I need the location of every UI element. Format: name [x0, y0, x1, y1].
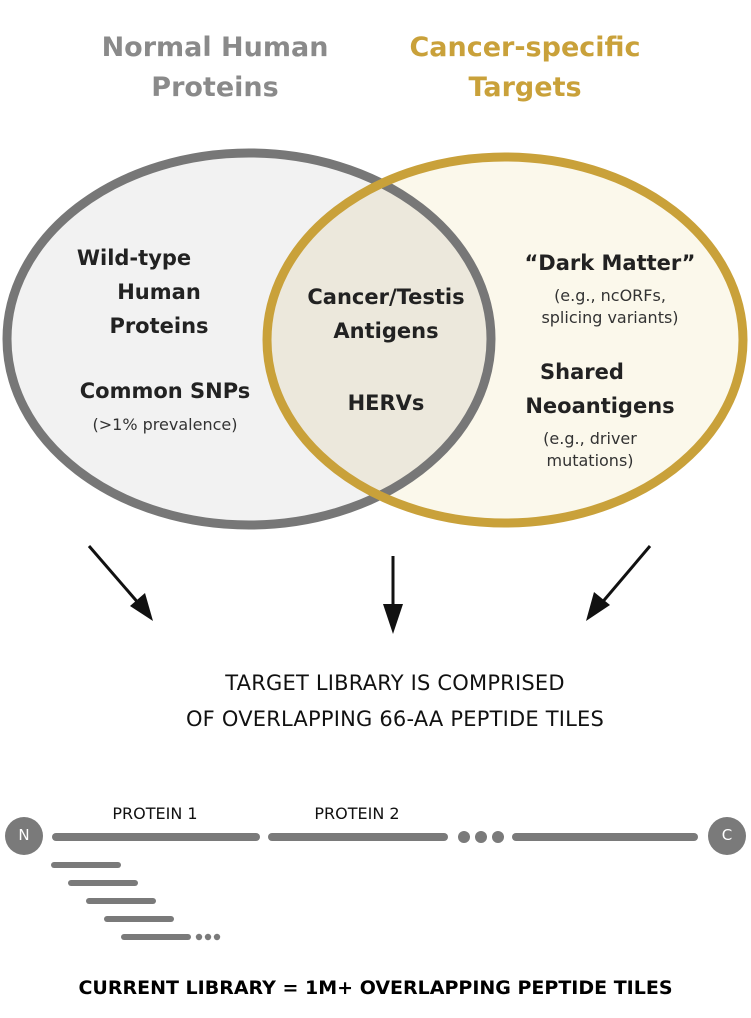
right-set-title-line2: Targets [468, 72, 582, 103]
n-terminus-label: N [18, 826, 30, 844]
cancer-testis-line1: Cancer/Testis [307, 285, 465, 309]
arrow-right [586, 545, 652, 621]
n-terminus-circle [5, 817, 43, 855]
dark-matter-label: “Dark Matter” [524, 251, 696, 275]
library-caption: TARGET LIBRARY IS COMPRISED OF OVERLAPPI… [95, 665, 695, 737]
left-set-title-line1: Normal Human [101, 32, 329, 63]
library-caption-line1: TARGET LIBRARY IS COMPRISED [225, 671, 565, 695]
wild-type-line2: Human Proteins [109, 280, 209, 338]
common-snps-note: (>1% prevalence) [92, 415, 238, 434]
tiles-ellipsis-dots [195, 933, 221, 941]
hervs-label: HERVs [347, 391, 425, 415]
cancer-testis-line2: Antigens [333, 319, 439, 343]
left-set-title-line2: Proteins [151, 72, 279, 103]
cancer-testis-label: Cancer/Testis Antigens [286, 280, 486, 348]
shared-neoantigens-note-line2: mutations) [546, 451, 634, 470]
c-terminus-label: C [721, 826, 733, 844]
overlap-fill [267, 157, 491, 523]
sequence-ellipsis-dots [458, 831, 504, 843]
shared-neoantigens-note-line1: (e.g., driver [543, 429, 637, 448]
common-snps-label: Common SNPs [79, 379, 251, 403]
right-ellipse-outline [262, 152, 748, 528]
protein-1-label: PROTEIN 1 [112, 804, 198, 823]
left-ellipse-outline [2, 148, 496, 530]
peptide-tiles [51, 862, 191, 940]
wild-type-label: Wild-type Human Proteins [50, 241, 250, 343]
right-set-title-line1: Cancer-specific [409, 32, 641, 63]
right-set-title: Cancer-specific Targets [380, 28, 670, 108]
library-caption-line2: OF OVERLAPPING 66-AA PEPTIDE TILES [185, 707, 605, 731]
shared-neoantigens-note: (e.g., driver mutations) [490, 428, 690, 472]
arrow-left [87, 545, 153, 621]
dark-matter-note: (e.g., ncORFs, splicing variants) [505, 285, 715, 329]
shared-neoantigens-line2: Neoantigens [525, 394, 675, 418]
wild-type-line1: Wild-type [76, 246, 192, 270]
left-set-title: Normal Human Proteins [70, 28, 360, 108]
c-terminus-circle [708, 817, 746, 855]
shared-neoantigens-label: Shared Neoantigens [490, 355, 710, 423]
dark-matter-note-line2: splicing variants) [541, 308, 679, 327]
protein-2-label: PROTEIN 2 [314, 804, 400, 823]
dark-matter-note-line1: (e.g., ncORFs, [554, 286, 666, 305]
footer-summary: CURRENT LIBRARY = 1M+ OVERLAPPING PEPTID… [78, 977, 673, 999]
shared-neoantigens-line1: Shared [540, 360, 624, 384]
arrow-center [383, 556, 403, 634]
